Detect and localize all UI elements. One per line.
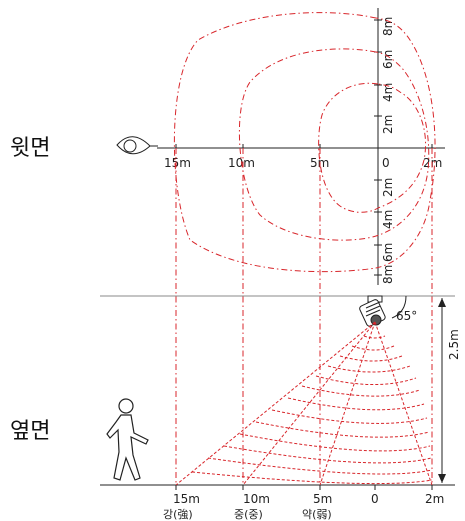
side-view-label: 옆면 [10, 419, 50, 444]
sensitivity-strong: 강(強) [163, 508, 193, 521]
top-range-weak [318, 82, 427, 213]
top-range-medium [238, 48, 430, 241]
top-tick-0: 0 [382, 156, 390, 170]
projection-lines [175, 148, 433, 485]
sensitivity-weak: 약(弱) [302, 507, 332, 521]
top-y-labels-down: 2m 4m 6m 8m [381, 178, 395, 284]
side-tick-15m: 15m [173, 492, 200, 506]
top-y-labels-up: 2m 4m 6m 8m [381, 17, 395, 134]
side-tick-0: 0 [371, 492, 379, 506]
angle-label: 65° [396, 309, 417, 323]
top-y-tick-2m-down: 2m [381, 178, 395, 197]
person-icon [106, 398, 149, 481]
side-tick-5m: 5m [313, 492, 332, 506]
side-tick-2m: 2m [425, 492, 444, 506]
angle-arc [391, 295, 407, 319]
top-range-strong [173, 12, 436, 273]
height-dimension [438, 298, 446, 483]
top-y-tick-6m-down: 6m [381, 243, 395, 262]
top-y-tick-4m-up: 4m [381, 83, 395, 102]
top-tick-2m: 2m [423, 156, 442, 170]
top-y-tick-8m-up: 8m [381, 17, 395, 36]
sensitivity-medium: 중(중) [234, 508, 263, 521]
eye-icon [116, 136, 158, 155]
side-tick-10m: 10m [243, 492, 270, 506]
sensor-icon [359, 295, 386, 327]
top-y-ticks [374, 19, 382, 276]
top-y-tick-4m-down: 4m [381, 210, 395, 229]
height-label: 2.5m [447, 329, 461, 360]
top-tick-15m: 15m [164, 156, 191, 170]
side-detection-fan [175, 321, 433, 486]
top-y-tick-2m-up: 2m [381, 115, 395, 134]
top-view-label: 윗면 [10, 136, 50, 161]
top-y-tick-6m-up: 6m [381, 50, 395, 69]
top-y-tick-8m-down: 8m [381, 265, 395, 284]
side-ticks [175, 485, 433, 490]
